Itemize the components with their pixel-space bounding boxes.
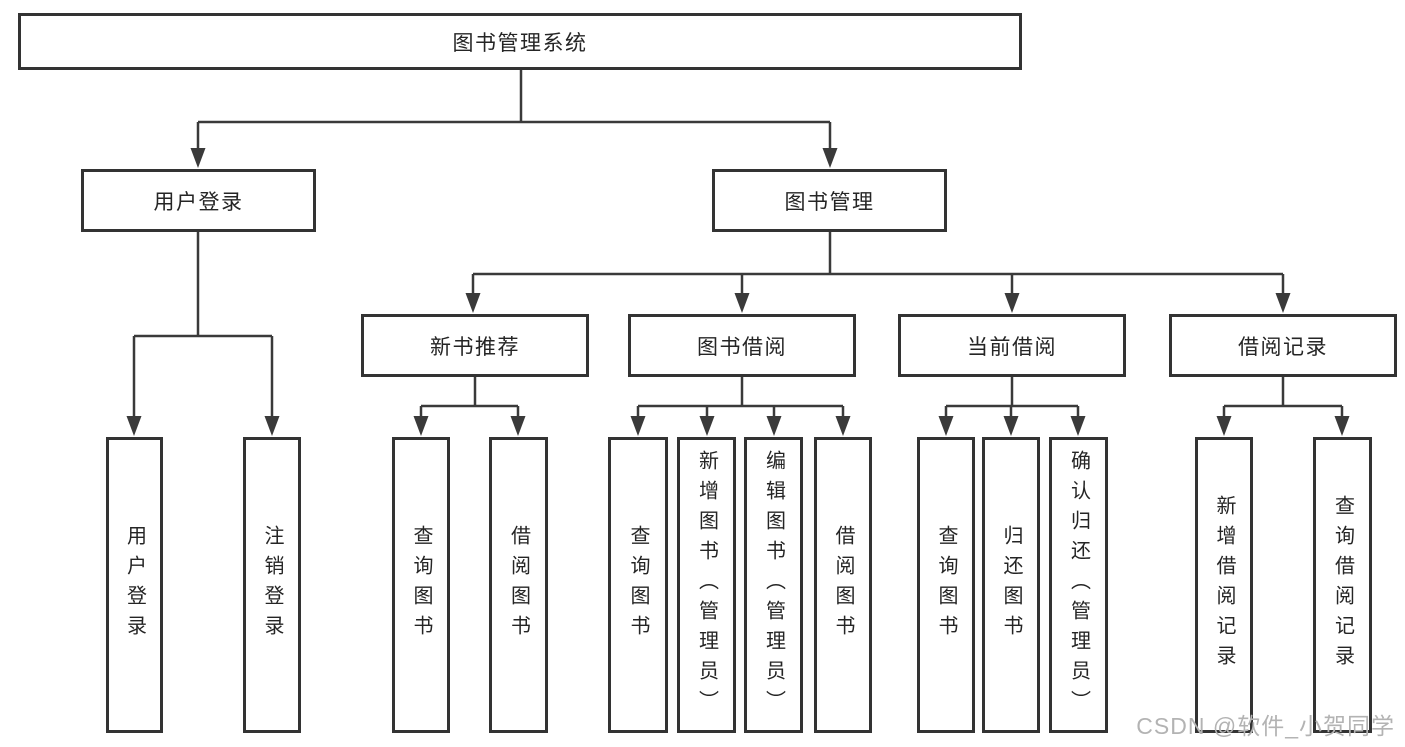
node-root-library-system: 图书管理系统: [18, 13, 1022, 70]
node-leaf-query-books-borrowing-label: 查询图书: [627, 525, 649, 645]
node-leaf-logout: 注销登录: [243, 437, 301, 733]
node-leaf-user-login-label: 用户登录: [123, 525, 146, 645]
node-leaf-borrow-books: 借阅图书: [814, 437, 872, 733]
node-leaf-return-books: 归还图书: [982, 437, 1040, 733]
node-leaf-query-borrow-record-label: 查询借阅记录: [1331, 495, 1354, 675]
node-leaf-query-borrow-record: 查询借阅记录: [1313, 437, 1372, 733]
node-leaf-add-books-admin: 新增图书（管理员）: [677, 437, 736, 733]
node-user-login-branch: 用户登录: [81, 169, 316, 232]
csdn-watermark: CSDN @软件_小贺同学: [1136, 713, 1395, 739]
node-borrowing-records: 借阅记录: [1169, 314, 1397, 377]
node-leaf-confirm-return-admin-label: 确认归还（管理员）: [1067, 450, 1090, 720]
node-new-book-recommendation: 新书推荐: [361, 314, 589, 377]
node-book-management-branch: 图书管理: [712, 169, 947, 232]
node-leaf-logout-label: 注销登录: [261, 525, 283, 645]
node-leaf-add-borrow-record-label: 新增借阅记录: [1213, 495, 1235, 675]
node-leaf-edit-books-admin: 编辑图书（管理员）: [744, 437, 803, 733]
node-leaf-confirm-return-admin: 确认归还（管理员）: [1049, 437, 1108, 733]
node-leaf-query-books-recommend: 查询图书: [392, 437, 450, 733]
node-leaf-edit-books-admin-label: 编辑图书（管理员）: [762, 450, 785, 720]
node-leaf-return-books-label: 归还图书: [1000, 525, 1022, 645]
node-leaf-add-borrow-record: 新增借阅记录: [1195, 437, 1253, 733]
node-leaf-query-books-current-label: 查询图书: [935, 525, 957, 645]
node-leaf-borrow-books-recommend-label: 借阅图书: [507, 525, 530, 645]
node-book-borrowing: 图书借阅: [628, 314, 856, 377]
node-leaf-borrow-books-label: 借阅图书: [832, 525, 854, 645]
node-leaf-query-books-borrowing: 查询图书: [608, 437, 668, 733]
node-leaf-borrow-books-recommend: 借阅图书: [489, 437, 548, 733]
node-current-borrowing: 当前借阅: [898, 314, 1126, 377]
node-leaf-user-login: 用户登录: [106, 437, 163, 733]
node-leaf-query-books-current: 查询图书: [917, 437, 975, 733]
node-leaf-query-books-recommend-label: 查询图书: [410, 525, 432, 645]
node-leaf-add-books-admin-label: 新增图书（管理员）: [695, 450, 718, 720]
